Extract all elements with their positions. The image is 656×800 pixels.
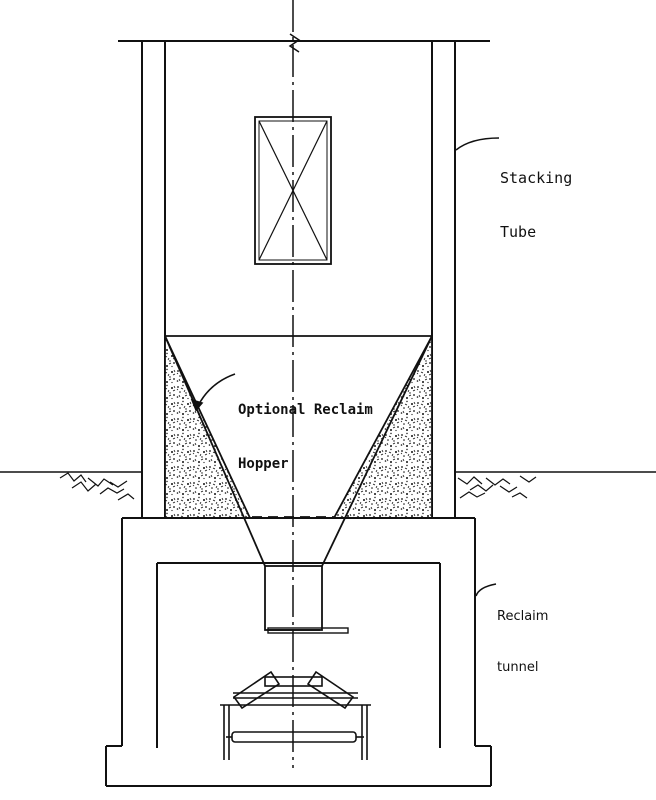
reclaim-tunnel-label-line1: Reclaim (497, 609, 549, 624)
break-symbol (288, 33, 301, 53)
stacking-tube-label-line2: Tube (500, 223, 537, 241)
stacking-tube-label-line1: Stacking (500, 169, 573, 187)
leader-lines (190, 137, 500, 597)
window-opening (254, 116, 332, 265)
reclaim-hopper-label: Optional Reclaim Hopper (238, 365, 373, 491)
reclaim-tunnel-label: Reclaim tunnel (497, 574, 548, 693)
conveyor-idler (220, 670, 371, 760)
ground-surface (0, 471, 656, 501)
reclaim-tunnel (105, 517, 492, 787)
reclaim-hopper-label-line1: Optional Reclaim (238, 402, 373, 418)
reclaim-hopper-label-line2: Hopper (238, 456, 289, 472)
reclaim-tunnel-label-line2: tunnel (497, 660, 539, 675)
hopper-chute (264, 565, 349, 634)
stacking-tube-label: Stacking Tube (500, 133, 572, 259)
